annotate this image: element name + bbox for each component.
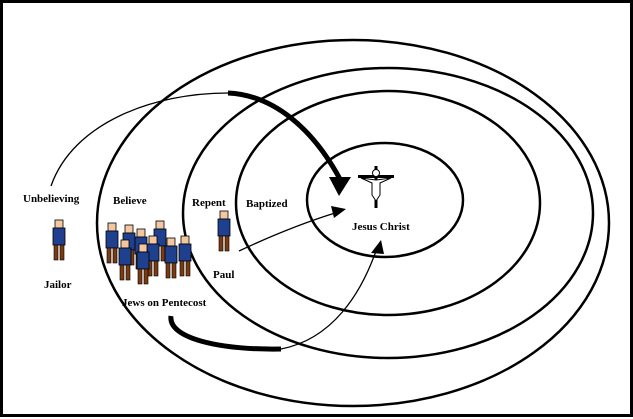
paul-figure-icon	[217, 210, 231, 252]
paul-arrow-head	[331, 206, 346, 218]
person-figure-icon	[136, 243, 150, 285]
label-jews-on-pentecost: Jews on Pentecost	[122, 297, 207, 309]
label-paul: Paul	[213, 269, 234, 281]
diagram-canvas: Unbelieving Believe Repent Baptized Jesu…	[3, 3, 630, 414]
jailor-figure-icon	[52, 219, 66, 261]
pentecost-arrow-thin	[280, 250, 377, 350]
label-jailor: Jailor	[44, 279, 72, 291]
ring-baptized	[234, 89, 542, 317]
person-figure-icon	[164, 237, 178, 279]
person-figure-icon	[178, 235, 192, 277]
salvation-circles-diagram: Unbelieving Believe Repent Baptized Jesu…	[23, 38, 611, 408]
pentecost-arrow-head	[371, 240, 384, 254]
jailor-arrow-thick	[227, 90, 344, 183]
ring-jesus-christ	[305, 141, 465, 259]
label-jesus-christ: Jesus Christ	[352, 221, 410, 233]
ring-believe	[95, 38, 611, 408]
pentecost-crowd	[105, 220, 192, 285]
person-figure-icon	[118, 239, 132, 281]
label-baptized: Baptized	[246, 198, 288, 210]
jailor-arrow-thin	[50, 92, 229, 187]
label-repent: Repent	[192, 197, 226, 209]
jailor-arrow-head	[329, 177, 351, 196]
paul-arrow	[238, 212, 336, 252]
label-unbelieving: Unbelieving	[23, 193, 80, 205]
ring-repent	[181, 66, 595, 360]
crucifix-icon	[358, 166, 394, 208]
pentecost-arrow-thick	[168, 315, 282, 352]
person-figure-icon	[105, 222, 119, 264]
label-believe: Believe	[113, 195, 147, 207]
